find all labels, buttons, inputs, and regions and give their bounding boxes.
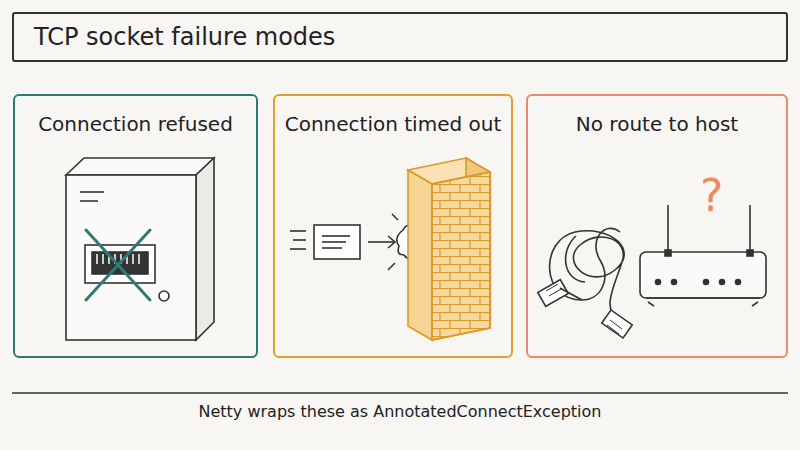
panel: No route to host	[526, 94, 788, 358]
firewall-illustration	[290, 158, 490, 340]
panel-heading: No route to host	[528, 96, 786, 136]
server-illustration	[66, 158, 214, 340]
cable-router-illustration	[538, 205, 766, 338]
separator	[12, 392, 788, 394]
question-mark: ?	[700, 174, 723, 218]
caption: Netty wraps these as AnnotatedConnectExc…	[0, 402, 800, 421]
panel: Connection refused	[13, 94, 258, 358]
title-box: TCP socket failure modes	[12, 12, 788, 62]
panel-heading: Connection refused	[15, 96, 256, 136]
panel: Connection timed out	[273, 94, 513, 358]
title: TCP socket failure modes	[14, 14, 786, 60]
panel-heading: Connection timed out	[275, 96, 511, 136]
